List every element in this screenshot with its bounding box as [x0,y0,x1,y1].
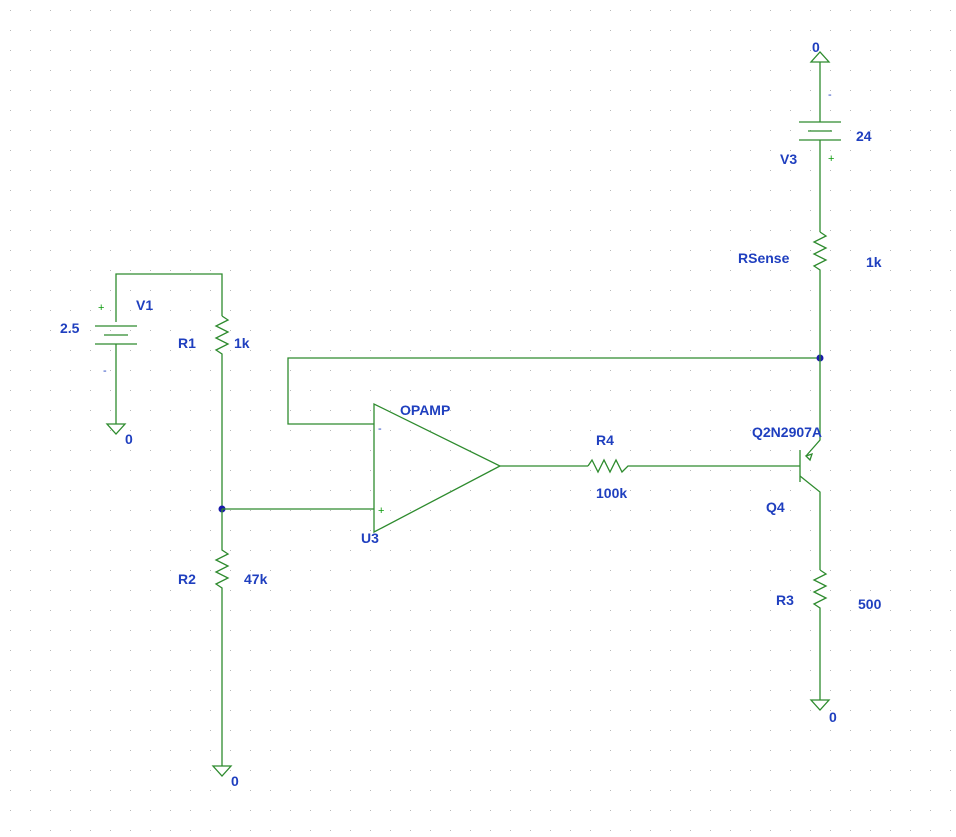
v3-plus-sign: + [828,153,834,165]
v1-source[interactable] [95,273,223,424]
v3-minus-sign: - [828,89,832,101]
r4-resistor[interactable] [587,458,800,474]
grid-dots [10,10,951,831]
r2-value-label: 47k [244,571,268,587]
r2-name-label: R2 [178,571,196,587]
rsense-resistor[interactable] [812,231,828,358]
r3-resistor[interactable] [812,569,828,700]
q4-name-label: Q4 [766,499,785,515]
q4-model-label: Q2N2907A [752,424,822,440]
r3-value-label: 500 [858,596,882,612]
r1-name-label: R1 [178,335,196,351]
u3-opamp[interactable] [373,402,502,534]
ground-symbol-v1 [105,423,127,435]
wire-emitter [805,358,821,457]
rsense-value-label: 1k [866,254,882,270]
ground-label-v1: 0 [125,431,133,447]
v1-name-label: V1 [136,297,153,313]
ground-symbol-r2 [211,765,233,777]
r4-value-label: 100k [596,485,627,501]
r1-resistor[interactable] [214,315,230,508]
opamp-inverting-sign: - [378,423,382,435]
r2-resistor[interactable] [214,509,230,766]
v1-value-label: 2.5 [60,320,80,336]
ground-symbol-r3 [809,699,831,711]
v1-plus-sign: + [98,302,104,314]
wire-feedback [287,357,820,425]
r1-value-label: 1k [234,335,250,351]
opamp-noninverting-sign: + [378,505,384,517]
v3-source[interactable] [799,62,841,232]
opamp-model-label: OPAMP [400,402,450,418]
ground-label-r2: 0 [231,773,239,789]
r3-name-label: R3 [776,592,794,608]
ground-label-v3: 0 [812,39,820,55]
v1-minus-sign: - [103,365,107,377]
ground-label-r3: 0 [829,709,837,725]
r4-name-label: R4 [596,432,614,448]
opamp-name-label: U3 [361,530,379,546]
emitter-arrow [804,452,814,462]
rsense-name-label: RSense [738,250,790,266]
q4-transistor[interactable] [799,450,821,570]
v3-value-label: 24 [856,128,872,144]
v3-name-label: V3 [780,151,797,167]
